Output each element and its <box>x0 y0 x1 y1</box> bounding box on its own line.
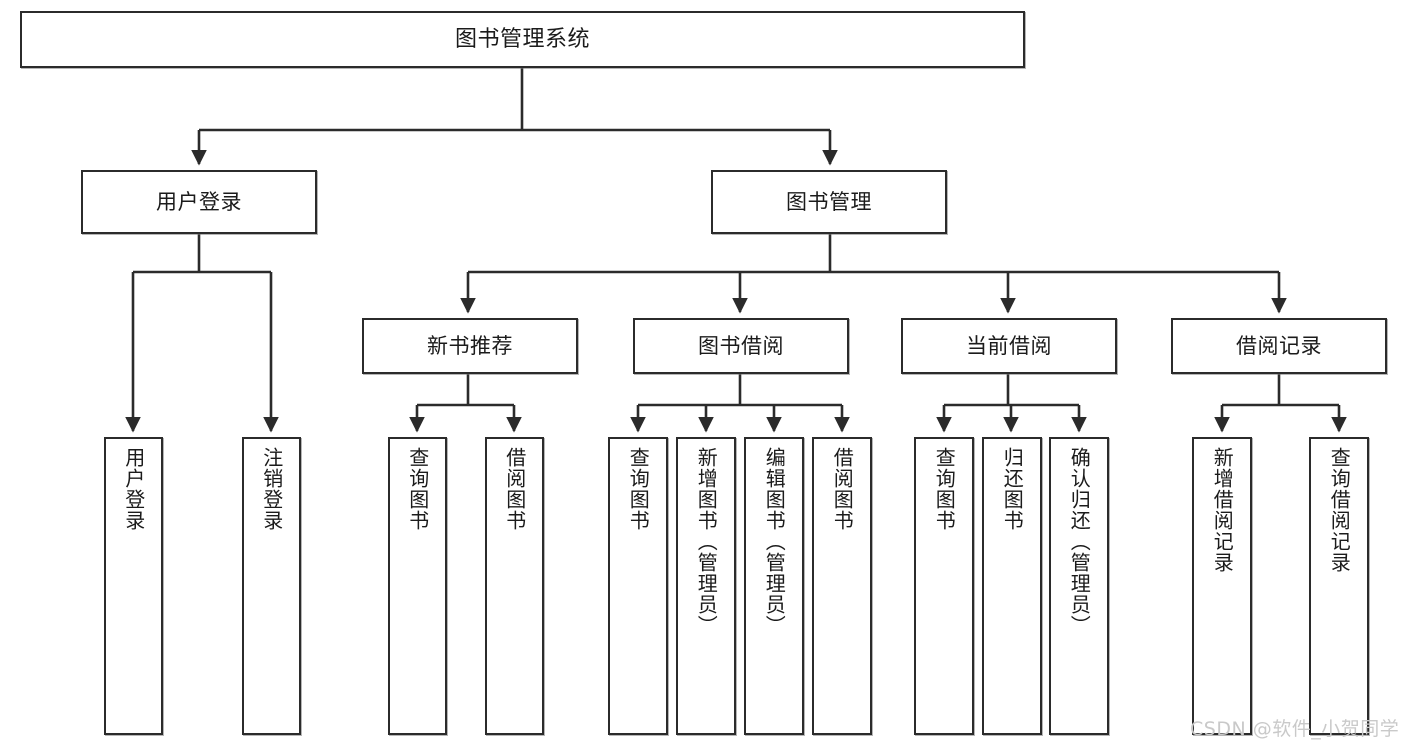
node-leaf-query-book-2[interactable]: 查询图书 <box>608 437 668 735</box>
node-leaf-user-login[interactable]: 用户登录 <box>104 437 163 735</box>
node-leaf-query-book-2-label: 查询图书 <box>626 447 651 531</box>
node-leaf-return-book[interactable]: 归还图书 <box>982 437 1042 735</box>
node-leaf-borrow-book-2-label: 借阅图书 <box>830 447 855 531</box>
node-user-login[interactable]: 用户登录 <box>81 170 317 234</box>
node-leaf-user-login-label: 用户登录 <box>121 447 146 531</box>
node-root-label: 图书管理系统 <box>454 26 590 52</box>
node-leaf-add-record-label: 新增借阅记录 <box>1210 447 1235 573</box>
node-leaf-edit-book-label: 编辑图书（管理员） <box>762 447 787 636</box>
node-leaf-query-book-1[interactable]: 查询图书 <box>388 437 447 735</box>
node-root[interactable]: 图书管理系统 <box>20 11 1025 68</box>
node-book-borrow-label: 图书借阅 <box>698 333 784 358</box>
node-current-borrow[interactable]: 当前借阅 <box>901 318 1117 374</box>
csdn-watermark: CSDN @软件_小贺同学 <box>1190 718 1400 740</box>
node-leaf-add-record[interactable]: 新增借阅记录 <box>1192 437 1252 735</box>
node-borrow-record[interactable]: 借阅记录 <box>1171 318 1387 374</box>
node-book-borrow[interactable]: 图书借阅 <box>633 318 849 374</box>
node-borrow-record-label: 借阅记录 <box>1236 333 1322 358</box>
node-leaf-borrow-book-2[interactable]: 借阅图书 <box>812 437 872 735</box>
node-leaf-query-record-label: 查询借阅记录 <box>1327 447 1352 573</box>
node-leaf-query-book-1-label: 查询图书 <box>405 447 430 531</box>
node-book-manage[interactable]: 图书管理 <box>711 170 947 234</box>
node-current-borrow-label: 当前借阅 <box>966 333 1052 358</box>
node-leaf-add-book[interactable]: 新增图书（管理员） <box>676 437 736 735</box>
node-new-book-rec[interactable]: 新书推荐 <box>362 318 578 374</box>
node-user-login-label: 用户登录 <box>156 189 242 214</box>
node-leaf-query-record[interactable]: 查询借阅记录 <box>1309 437 1369 735</box>
node-leaf-confirm-return[interactable]: 确认归还（管理员） <box>1049 437 1109 735</box>
node-leaf-logout-label: 注销登录 <box>259 447 284 531</box>
node-leaf-query-book-3[interactable]: 查询图书 <box>914 437 974 735</box>
node-leaf-confirm-return-label: 确认归还（管理员） <box>1067 447 1092 636</box>
node-new-book-rec-label: 新书推荐 <box>427 333 513 358</box>
node-leaf-add-book-label: 新增图书（管理员） <box>694 447 719 636</box>
node-book-manage-label: 图书管理 <box>786 189 872 214</box>
node-leaf-borrow-book-1-label: 借阅图书 <box>502 447 527 531</box>
node-leaf-borrow-book-1[interactable]: 借阅图书 <box>485 437 544 735</box>
node-leaf-return-book-label: 归还图书 <box>1000 447 1025 531</box>
node-leaf-edit-book[interactable]: 编辑图书（管理员） <box>744 437 804 735</box>
node-leaf-logout[interactable]: 注销登录 <box>242 437 301 735</box>
node-leaf-query-book-3-label: 查询图书 <box>932 447 957 531</box>
